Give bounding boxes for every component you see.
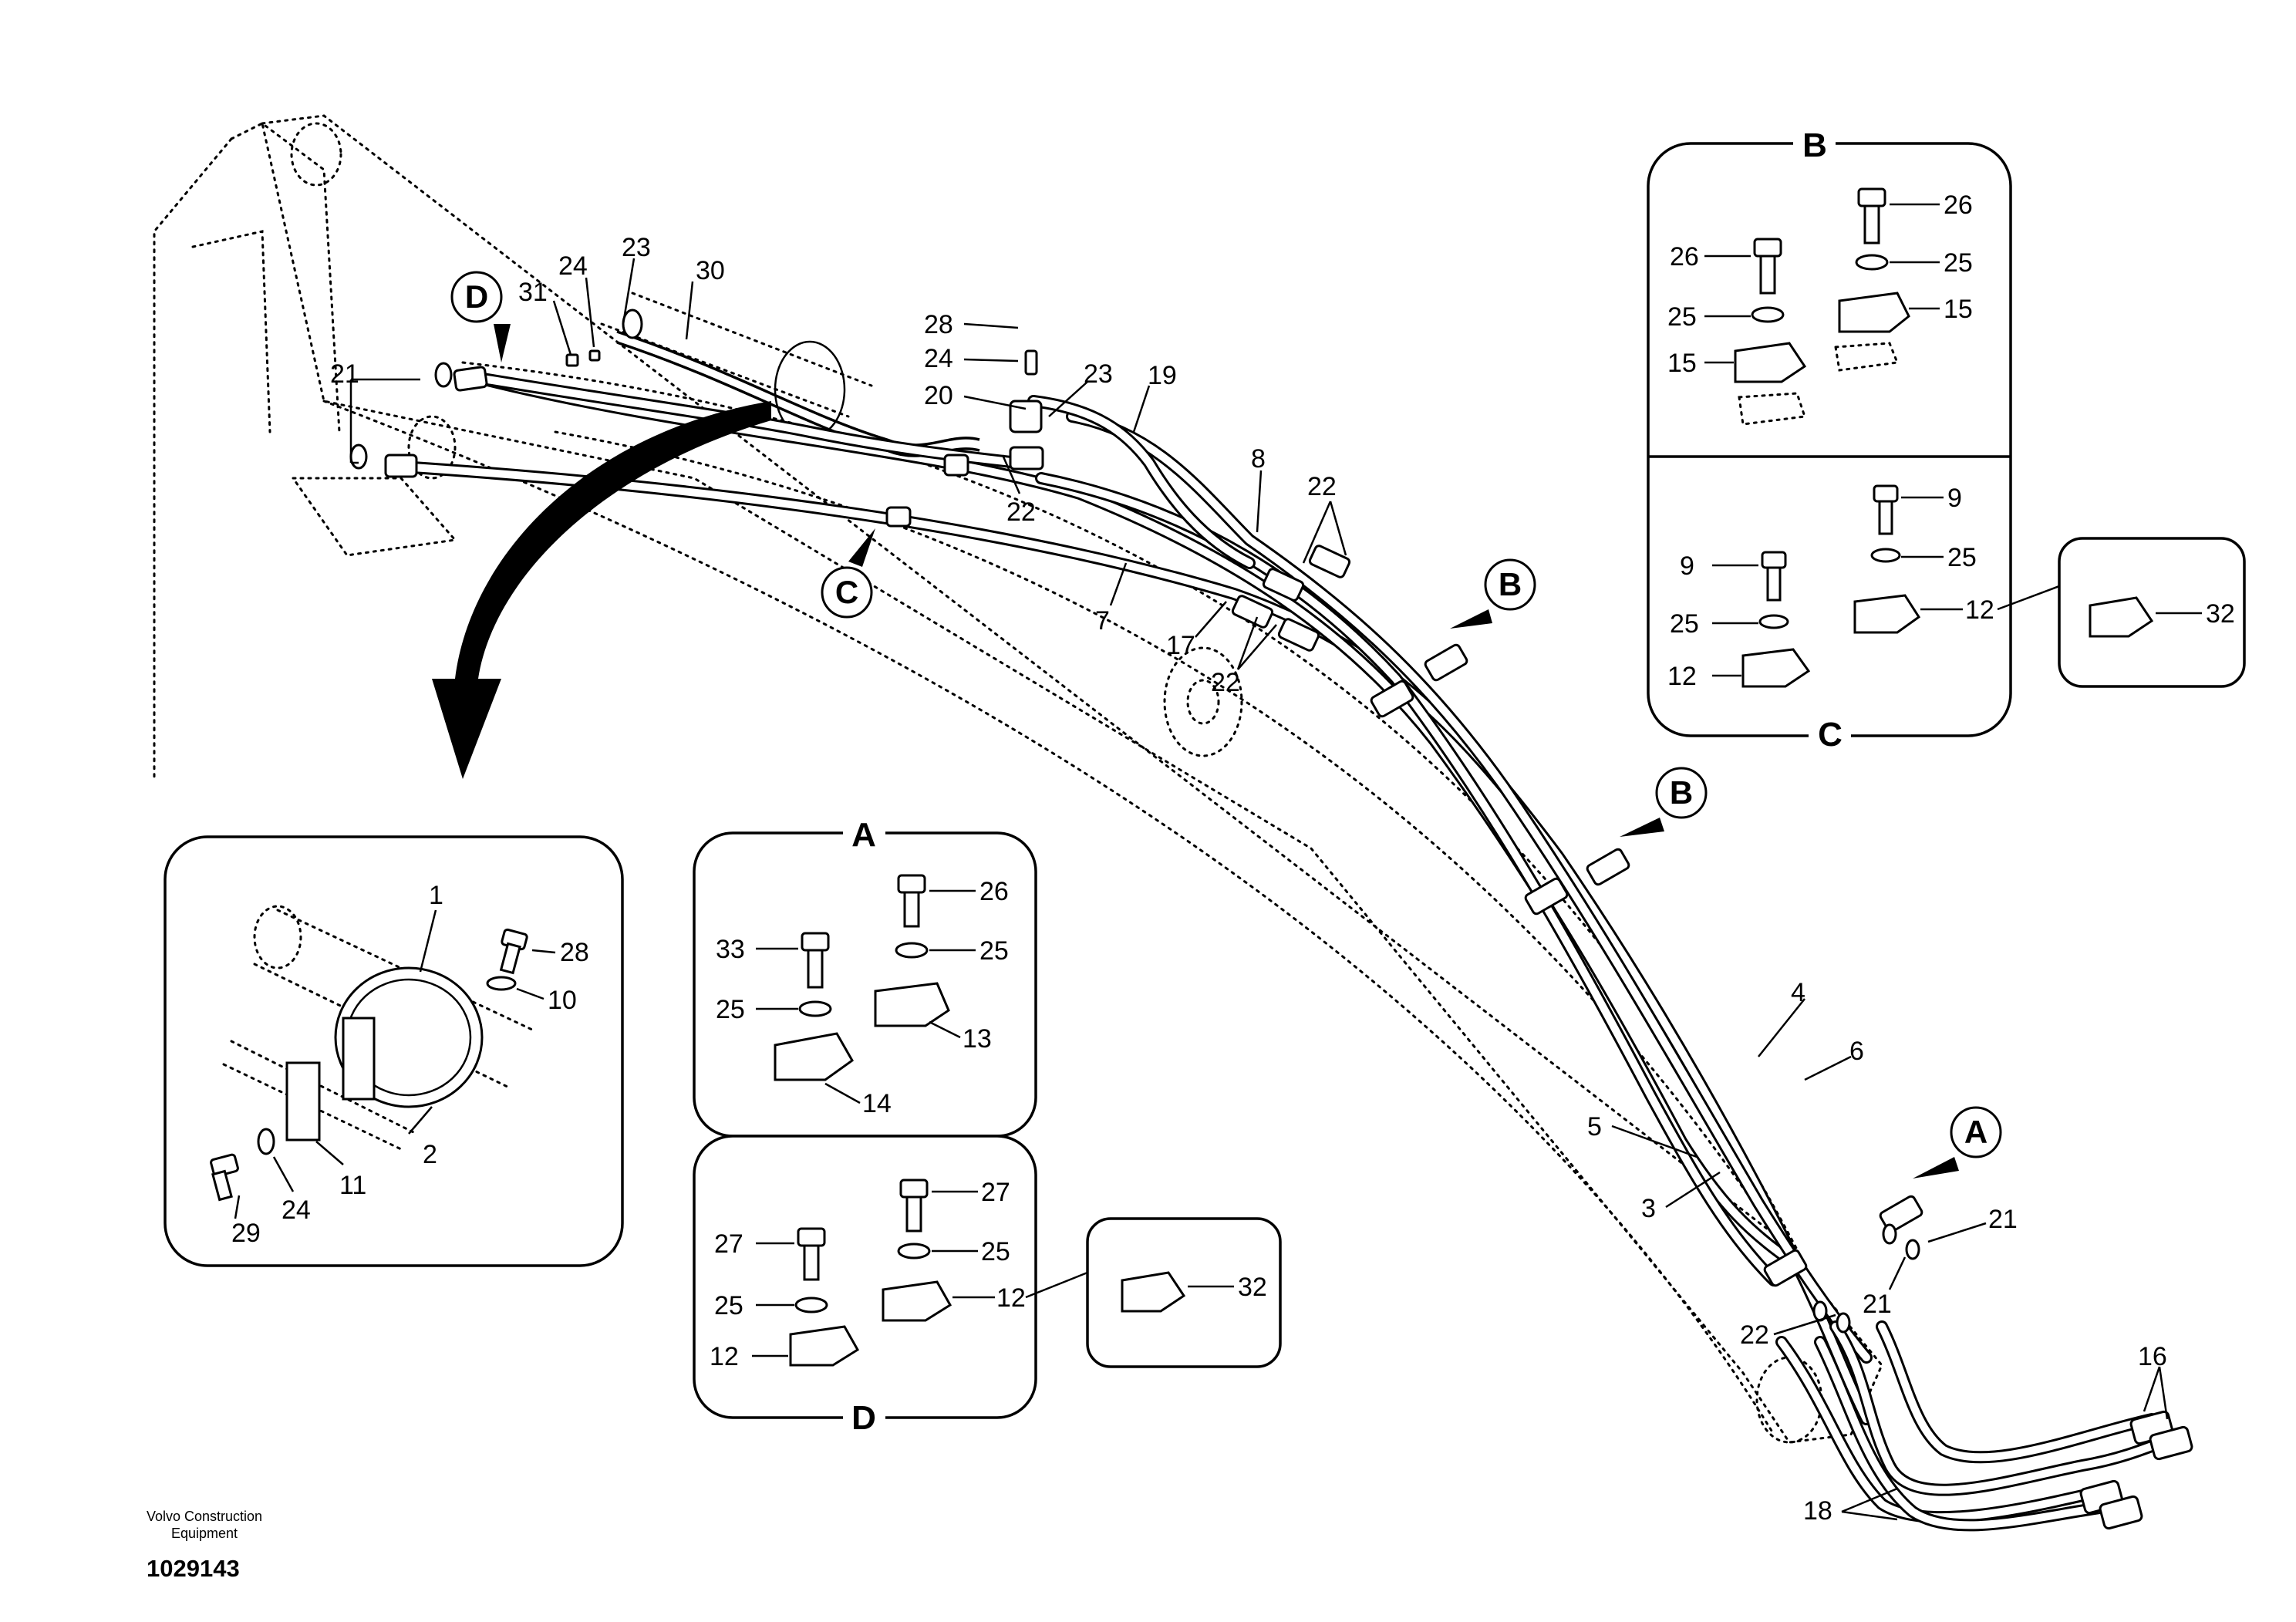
part-label-n17: 17 <box>1166 631 1195 660</box>
part-label-n25c1: 25 <box>1947 543 1977 572</box>
part-label-n28b: 28 <box>560 938 589 967</box>
detail-title-c: C <box>1818 716 1843 754</box>
document-number: 1029143 <box>147 1555 240 1582</box>
part-label-n33: 33 <box>716 935 745 964</box>
part-label-n4: 4 <box>1791 978 1805 1007</box>
part-label-n22c: 22 <box>1211 668 1240 697</box>
detail-title-d: D <box>851 1399 876 1437</box>
part-label-n28a: 28 <box>924 310 953 339</box>
part-label-n22b: 22 <box>1307 472 1337 501</box>
part-label-n10: 10 <box>548 986 577 1015</box>
detail-box-a: A 26 25 13 33 25 14 <box>693 816 1037 1138</box>
part-label-d: D <box>465 278 488 315</box>
part-label-n29: 29 <box>231 1219 261 1248</box>
part-label-b2: B <box>1670 774 1693 811</box>
part-label-n25a2: 25 <box>979 936 1009 966</box>
part-label-n19: 19 <box>1148 361 1177 390</box>
detail-box-d: D 27 25 12 27 25 12 <box>693 1135 1088 1437</box>
part-label-n24c: 24 <box>282 1195 311 1225</box>
part-label-n12d2: 12 <box>710 1342 739 1371</box>
part-label-n23b: 23 <box>1084 359 1113 389</box>
part-label-n26b1: 26 <box>1670 242 1699 271</box>
part-label-n13: 13 <box>963 1024 992 1054</box>
part-label-n11: 11 <box>339 1171 366 1200</box>
part-label-n9a: 9 <box>1947 484 1962 513</box>
part-label-n2: 2 <box>423 1140 437 1169</box>
part-label-n20: 20 <box>924 381 953 410</box>
view-marker-b1[interactable]: B <box>1450 558 1536 629</box>
part-label-n30: 30 <box>696 256 725 285</box>
part-label-n14: 14 <box>862 1089 892 1118</box>
part-label-n15a: 15 <box>1944 295 1973 324</box>
part-label-n16: 16 <box>2138 1342 2167 1371</box>
part-label-b1: B <box>1499 566 1522 602</box>
part-label-n27b: 27 <box>714 1229 743 1259</box>
main-labels: 21 31 24 23 30 28 24 20 23 19 22 8 22 7 … <box>330 233 2169 1526</box>
part-label-n25b1: 25 <box>1944 248 1973 278</box>
part-label-n12d1: 12 <box>996 1283 1026 1313</box>
part-label-n25c2: 25 <box>1670 609 1699 639</box>
part-label-n12c1: 12 <box>1965 595 1994 625</box>
part-label-n12c2: 12 <box>1667 662 1697 691</box>
part-label-c: C <box>835 574 858 610</box>
part-label-n24a: 24 <box>558 251 588 281</box>
company-line-2: Equipment <box>170 1526 238 1541</box>
part-label-n24b: 24 <box>924 344 953 373</box>
part-label-n6: 6 <box>1849 1037 1864 1066</box>
part-label-n32c: 32 <box>2206 599 2235 629</box>
curved-arrow <box>432 401 771 779</box>
part-label-a: A <box>1964 1114 1988 1150</box>
detail-box-32-d: 32 <box>1086 1217 1282 1368</box>
part-label-n22d: 22 <box>1740 1320 1769 1350</box>
part-label-n25b2: 25 <box>1667 302 1697 332</box>
part-label-n26a: 26 <box>979 877 1009 906</box>
detail-box-bc: B C 26 25 15 26 25 15 9 25 <box>1647 126 2060 754</box>
part-label-n32d: 32 <box>1238 1273 1267 1302</box>
detail-title-b: B <box>1802 126 1827 164</box>
part-label-n21a: 21 <box>330 359 359 389</box>
part-label-n26a: 26 <box>1944 191 1973 220</box>
part-label-n18: 18 <box>1803 1496 1832 1526</box>
part-label-n21b: 21 <box>1988 1205 2018 1234</box>
part-label-n15b: 15 <box>1667 349 1697 378</box>
part-label-n3: 3 <box>1641 1194 1656 1223</box>
company-name: Volvo Construction Equipment <box>116 1508 293 1542</box>
part-label-n7: 7 <box>1095 606 1110 636</box>
company-line-1: Volvo Construction <box>146 1509 263 1524</box>
part-label-n21c: 21 <box>1863 1290 1892 1319</box>
view-marker-d[interactable]: D <box>450 271 511 363</box>
fittings <box>349 309 2193 1530</box>
part-label-n1: 1 <box>429 881 443 910</box>
view-marker-c[interactable]: C <box>821 528 875 619</box>
view-marker-a[interactable]: A <box>1913 1106 2002 1179</box>
part-label-n25a1: 25 <box>716 995 745 1024</box>
part-label-n31: 31 <box>518 278 548 307</box>
view-marker-b2[interactable]: B <box>1620 767 1708 837</box>
detail-title-a: A <box>851 816 876 854</box>
part-label-n5: 5 <box>1587 1112 1602 1141</box>
part-label-n27a: 27 <box>981 1178 1010 1207</box>
part-label-n23a: 23 <box>622 233 651 262</box>
part-label-n25d2: 25 <box>981 1237 1010 1266</box>
detail-box-32-c: 32 <box>2058 537 2246 688</box>
part-label-n9b: 9 <box>1680 551 1694 581</box>
part-label-n22a: 22 <box>1006 497 1036 527</box>
part-label-n8: 8 <box>1251 444 1266 474</box>
detail-box-clamp: 1 2 28 10 29 24 11 <box>164 835 624 1267</box>
part-label-n25d1: 25 <box>714 1291 743 1320</box>
